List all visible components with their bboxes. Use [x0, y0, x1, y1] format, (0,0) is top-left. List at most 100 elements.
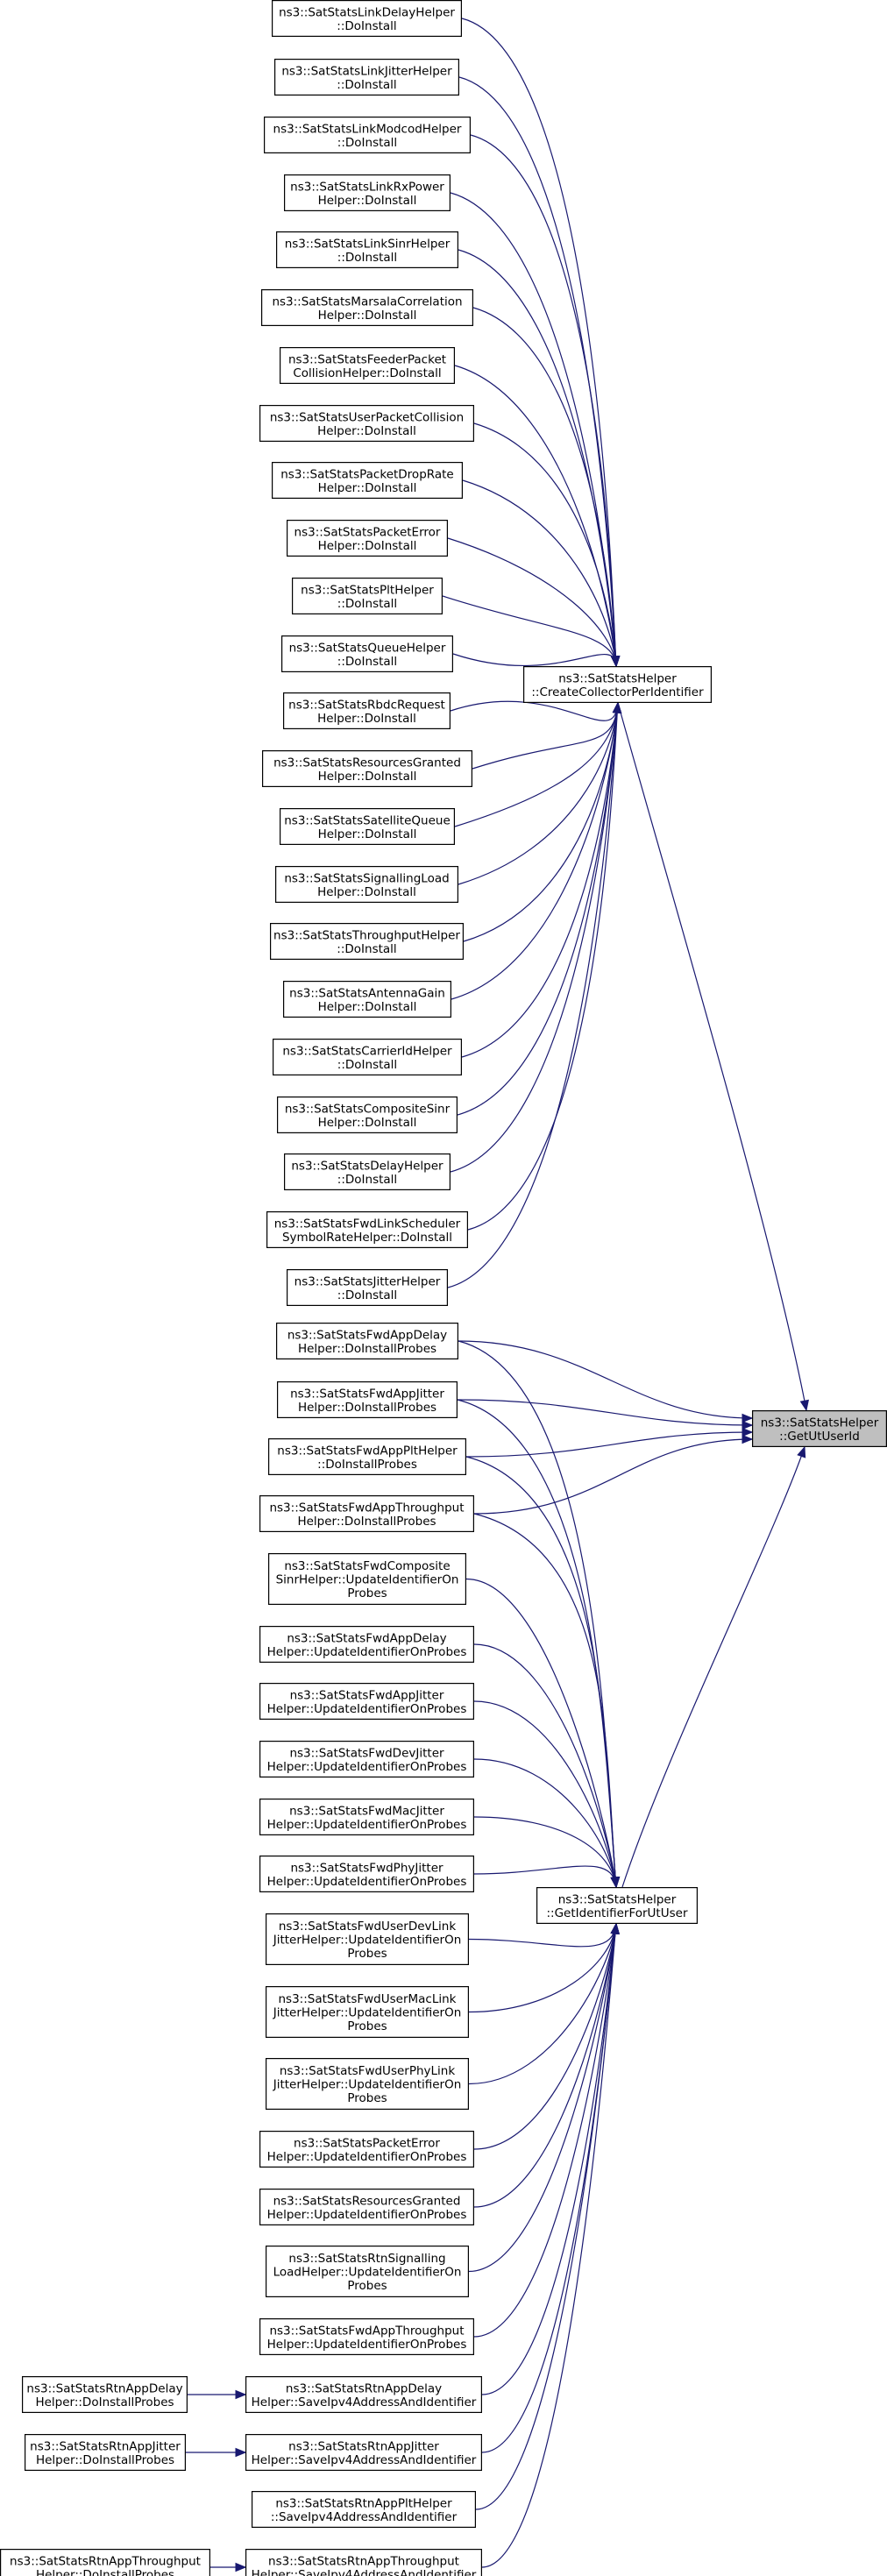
node-c22[interactable]: ns3::SatStatsFwdLinkSchedulerSymbolRateH…: [266, 1210, 469, 1248]
edge-g8-to-gifu: [468, 1923, 617, 2013]
node-label-line: ns3::SatStatsFeederPacket: [288, 352, 446, 366]
edge-c4-to-cpi: [450, 192, 617, 667]
edge-g5-to-gifu: [473, 1816, 617, 1888]
node-d4[interactable]: ns3::SatStatsFwdAppThroughputHelper::DoI…: [259, 1494, 475, 1532]
node-label-line: Helper::UpdateIdentifierOnProbes: [267, 1875, 467, 1889]
node-c10[interactable]: ns3::SatStatsPacketErrorHelper::DoInstal…: [287, 519, 449, 557]
node-box: [522, 665, 712, 703]
edge-c14-to-cpi: [472, 702, 619, 770]
node-label-line: ns3::SatStatsFwdDevJitter: [289, 1746, 444, 1760]
node-s2[interactable]: ns3::SatStatsRtnAppJitterHelper::DoInsta…: [25, 2434, 187, 2472]
node-c9[interactable]: ns3::SatStatsPacketDropRateHelper::DoIns…: [272, 461, 464, 499]
node-box: [268, 1552, 467, 1605]
node-g3[interactable]: ns3::SatStatsFwdAppJitterHelper::UpdateI…: [259, 1682, 475, 1720]
node-box: [259, 1740, 475, 1778]
edge-c18-to-cpi: [451, 702, 619, 1000]
node-g8[interactable]: ns3::SatStatsFwdUserMacLinkJitterHelper:…: [266, 1986, 470, 2039]
node-label-line: Probes: [347, 2279, 387, 2293]
edge-d4-to-target-arrowhead: [742, 1434, 754, 1444]
node-c4[interactable]: ns3::SatStatsLinkRxPowerHelper::DoInstal…: [284, 174, 451, 212]
node-label-line: Helper::UpdateIdentifierOnProbes: [267, 2338, 467, 2352]
node-box: [276, 1322, 459, 1359]
edge-d2-to-gifu: [457, 1399, 617, 1888]
edge-c9-to-cpi: [462, 479, 617, 667]
node-label-line: ::DoInstall: [337, 136, 397, 150]
node-d2[interactable]: ns3::SatStatsFwdAppJitterHelper::DoInsta…: [277, 1380, 458, 1418]
node-g13[interactable]: ns3::SatStatsFwdAppThroughputHelper::Upd…: [259, 2318, 475, 2356]
node-g11[interactable]: ns3::SatStatsResourcesGrantedHelper::Upd…: [259, 2189, 475, 2226]
node-c14[interactable]: ns3::SatStatsResourcesGrantedHelper::DoI…: [262, 749, 473, 787]
node-box: [280, 807, 456, 845]
node-label-line: Helper::UpdateIdentifierOnProbes: [267, 1818, 467, 1832]
node-c13[interactable]: ns3::SatStatsRbdcRequestHelper::DoInstal…: [283, 692, 451, 729]
node-label-line: Helper::DoInstallProbes: [297, 1515, 436, 1529]
node-g2[interactable]: ns3::SatStatsFwdAppDelayHelper::UpdateId…: [259, 1625, 475, 1663]
node-label-line: Probes: [347, 1586, 387, 1600]
node-cpi[interactable]: ns3::SatStatsHelper::CreateCollectorPerI…: [522, 665, 712, 703]
node-s3[interactable]: ns3::SatStatsRtnAppThroughputHelper::DoI…: [0, 2549, 211, 2576]
node-box: [259, 2318, 475, 2356]
node-g10[interactable]: ns3::SatStatsPacketErrorHelper::UpdateId…: [259, 2131, 475, 2168]
node-c17[interactable]: ns3::SatStatsThroughputHelper::DoInstall: [270, 922, 465, 960]
edge-c15-to-cpi: [454, 702, 619, 827]
node-g6[interactable]: ns3::SatStatsFwdPhyJitterHelper::UpdateI…: [259, 1856, 475, 1893]
node-label-line: LoadHelper::UpdateIdentifierOn: [273, 2266, 462, 2280]
node-g4[interactable]: ns3::SatStatsFwdDevJitterHelper::UpdateI…: [259, 1740, 475, 1778]
node-g5[interactable]: ns3::SatStatsFwdMacJitterHelper::UpdateI…: [259, 1799, 475, 1836]
node-label-line: Helper::UpdateIdentifierOnProbes: [267, 1702, 467, 1716]
node-box: [259, 1799, 475, 1836]
node-label-line: ns3::SatStatsRtnAppJitter: [288, 2439, 439, 2453]
node-c12[interactable]: ns3::SatStatsQueueHelper::DoInstall: [281, 635, 454, 672]
node-c23[interactable]: ns3::SatStatsJitterHelper::DoInstall: [287, 1268, 449, 1306]
node-label-line: ns3::SatStatsResourcesGranted: [273, 2194, 461, 2208]
node-label-line: JitterHelper::UpdateIdentifierOn: [273, 1934, 462, 1948]
node-c18[interactable]: ns3::SatStatsAntennaGainHelper::DoInstal…: [283, 980, 452, 1018]
node-d1[interactable]: ns3::SatStatsFwdAppDelayHelper::DoInstal…: [276, 1322, 459, 1359]
node-target[interactable]: ns3::SatStatsHelper::GetUtUserId: [751, 1409, 887, 1447]
node-label-line: Helper::DoInstallProbes: [35, 2395, 174, 2409]
edge-g9-to-gifu: [468, 1923, 617, 2085]
node-c15[interactable]: ns3::SatStatsSatelliteQueueHelper::DoIns…: [280, 807, 456, 845]
node-g14[interactable]: ns3::SatStatsRtnAppDelayHelper::SaveIpv4…: [245, 2376, 482, 2414]
node-c1[interactable]: ns3::SatStatsLinkDelayHelper::DoInstall: [272, 0, 463, 37]
node-c7[interactable]: ns3::SatStatsFeederPacketCollisionHelper…: [280, 347, 456, 385]
node-g12[interactable]: ns3::SatStatsRtnSignallingLoadHelper::Up…: [266, 2246, 470, 2298]
node-box: [259, 1682, 475, 1720]
node-label-line: ::DoInstall: [337, 597, 397, 611]
node-label-line: ns3::SatStatsFwdPhyJitter: [290, 1861, 444, 1875]
node-label-line: Helper::DoInstallProbes: [298, 1342, 436, 1356]
node-c6[interactable]: ns3::SatStatsMarsalaCorrelationHelper::D…: [261, 289, 474, 327]
edge-c16-to-cpi: [458, 702, 619, 885]
node-g1[interactable]: ns3::SatStatsFwdCompositeSinrHelper::Upd…: [268, 1552, 467, 1605]
node-g15[interactable]: ns3::SatStatsRtnAppJitterHelper::SaveIpv…: [245, 2434, 482, 2472]
node-label-line: ns3::SatStatsRtnAppThroughput: [10, 2554, 201, 2568]
node-label-line: Helper::DoInstall: [318, 194, 417, 208]
node-box: [259, 405, 475, 443]
node-label-line: ns3::SatStatsHelper: [558, 671, 677, 685]
node-g17[interactable]: ns3::SatStatsRtnAppThroughputHelper::Sav…: [245, 2549, 482, 2576]
edge-g11-to-gifu: [473, 1923, 617, 2208]
edge-d3-to-gifu: [465, 1456, 617, 1888]
node-d3[interactable]: ns3::SatStatsFwdAppPltHelper::DoInstallP…: [268, 1437, 467, 1475]
node-label-line: SymbolRateHelper::DoInstall: [282, 1231, 452, 1245]
node-c5[interactable]: ns3::SatStatsLinkSinrHelper::DoInstall: [276, 231, 459, 269]
node-c8[interactable]: ns3::SatStatsUserPacketCollisionHelper::…: [259, 405, 475, 443]
node-c19[interactable]: ns3::SatStatsCarrierIdHelper::DoInstall: [273, 1038, 463, 1075]
node-c16[interactable]: ns3::SatStatsSignallingLoadHelper::DoIns…: [275, 865, 459, 903]
node-gifu[interactable]: ns3::SatStatsHelper::GetIdentifierForUtU…: [536, 1887, 698, 1925]
node-c3[interactable]: ns3::SatStatsLinkModcodHelper::DoInstall: [264, 117, 472, 154]
node-label-line: Helper::DoInstallProbes: [298, 1401, 436, 1415]
node-c21[interactable]: ns3::SatStatsDelayHelper::DoInstall: [284, 1153, 451, 1190]
node-c2[interactable]: ns3::SatStatsLinkJitterHelper::DoInstall: [274, 58, 460, 96]
node-box: [273, 1038, 463, 1075]
node-label-line: Helper::SaveIpv4AddressAndIdentifier: [252, 2568, 477, 2576]
node-c20[interactable]: ns3::SatStatsCompositeSinrHelper::DoInst…: [277, 1096, 458, 1133]
node-s1[interactable]: ns3::SatStatsRtnAppDelayHelper::DoInstal…: [22, 2376, 188, 2414]
node-g9[interactable]: ns3::SatStatsFwdUserPhyLinkJitterHelper:…: [266, 2058, 470, 2111]
edge-d4-to-gifu: [473, 1513, 617, 1888]
edge-c11-to-cpi: [442, 595, 617, 667]
node-c11[interactable]: ns3::SatStatsPltHelper::DoInstall: [292, 577, 444, 614]
node-g16[interactable]: ns3::SatStatsRtnAppPltHelper::SaveIpv4Ad…: [252, 2491, 477, 2529]
node-g7[interactable]: ns3::SatStatsFwdUserDevLinkJitterHelper:…: [266, 1913, 470, 1966]
edge-c12-to-cpi: [452, 653, 617, 667]
